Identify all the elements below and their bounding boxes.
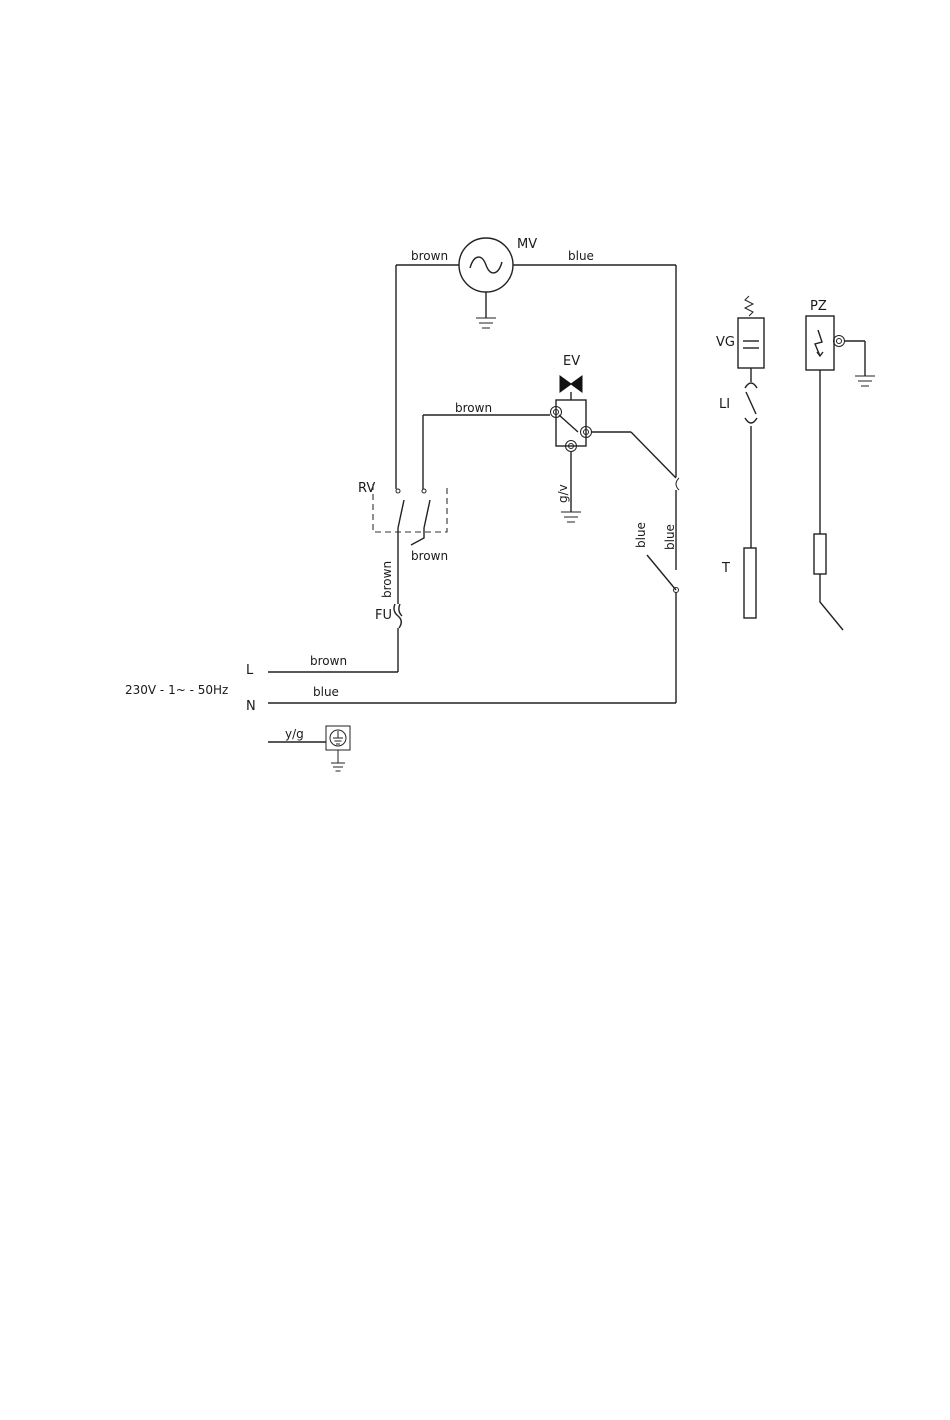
fuse: FU brown — [375, 542, 402, 628]
thermocouple-label: T — [721, 561, 730, 576]
neutral-wire-label: blue — [313, 685, 339, 699]
gas-valve-assembly: VG LI T — [716, 296, 764, 618]
fuse-wire-label: brown — [380, 561, 394, 598]
line-wire-label: brown — [310, 654, 347, 668]
piezo-igniter: PZ — [806, 299, 875, 630]
power-supply: 230V - 1~ - 50Hz L N — [125, 663, 256, 714]
line-terminal-label: L — [246, 663, 254, 678]
motor-label: MV — [517, 237, 537, 252]
valve-icon — [560, 376, 582, 392]
spark-icon — [815, 330, 823, 356]
supply-spec-label: 230V - 1~ - 50Hz — [125, 683, 228, 697]
fan-motor: brown MV blue — [396, 237, 676, 489]
selector-wire: blue — [647, 265, 679, 593]
piezo-label: PZ — [810, 299, 827, 314]
earth-wire-label: y/g — [285, 727, 304, 741]
neutral-wire: blue — [268, 592, 676, 703]
double-pole-switch: RV brown — [358, 481, 448, 563]
gas-valve-label: VG — [716, 335, 735, 350]
valve-feed-wire-label: brown — [455, 401, 492, 415]
fuse-label: FU — [375, 608, 392, 623]
earth-terminal: y/g — [268, 726, 350, 771]
motor-left-wire-label: brown — [411, 249, 448, 263]
motor-right-wire-label: blue — [568, 249, 594, 263]
valve-out-wire-label: blue — [634, 522, 648, 548]
selector-wire-label: blue — [663, 524, 677, 550]
valve-label: EV — [563, 354, 580, 369]
valve-ground-wire-label: g/v — [556, 484, 570, 503]
solenoid-valve: EV brown g/v blue — [423, 354, 676, 548]
switch-wire-label: brown — [411, 549, 448, 563]
limit-label: LI — [719, 397, 730, 412]
neutral-terminal-label: N — [246, 699, 256, 714]
line-wire: brown — [268, 628, 398, 672]
